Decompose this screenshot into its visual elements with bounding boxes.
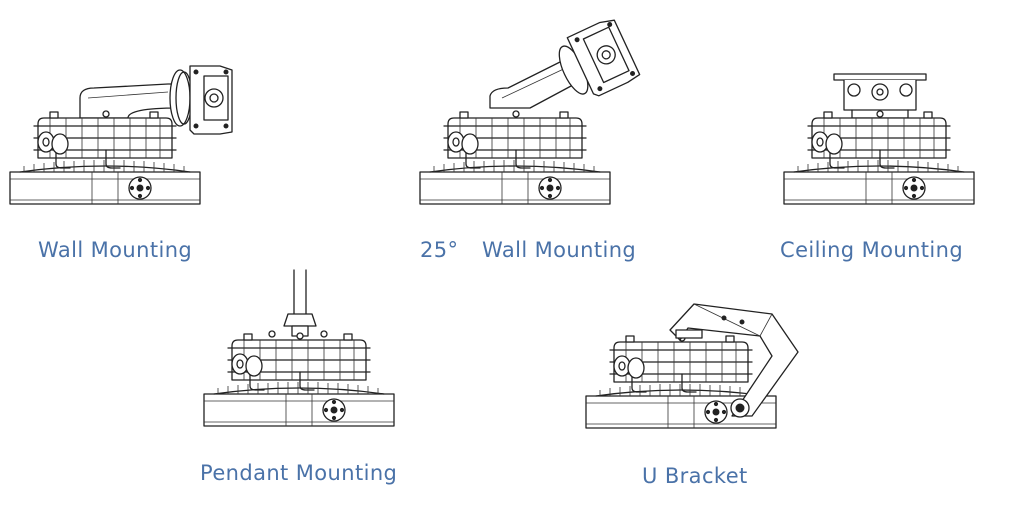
- caption-pendant-mounting: Pendant Mounting: [200, 461, 398, 485]
- ceiling-mounting-figure: [782, 72, 982, 212]
- pendant-rod-icon: [268, 269, 328, 338]
- high-bay-fixture-icon: [783, 110, 975, 205]
- high-bay-fixture-icon: [419, 110, 611, 205]
- high-bay-fixture-icon: [203, 332, 395, 427]
- caption-ceiling-mounting: Ceiling Mounting: [780, 238, 964, 262]
- caption-wall-25-mounting: Wall Mounting: [482, 238, 637, 262]
- wall-mounting-figure: [8, 60, 238, 210]
- high-bay-fixture-icon: [9, 110, 201, 205]
- caption-wall-mounting: Wall Mounting: [38, 238, 193, 262]
- angled-wall-arm-bracket-icon: [489, 19, 641, 109]
- wall-arm-bracket-icon: [79, 65, 233, 135]
- ceiling-plate-bracket-icon: [833, 73, 927, 119]
- caption-angle: 25°: [420, 238, 459, 262]
- wall-25-mounting-figure: [418, 8, 658, 218]
- caption-u-bracket: U Bracket: [642, 464, 748, 488]
- pendant-mounting-figure: [202, 268, 402, 430]
- u-bracket-figure: [584, 300, 804, 430]
- yoke-bracket-icon: [669, 303, 799, 418]
